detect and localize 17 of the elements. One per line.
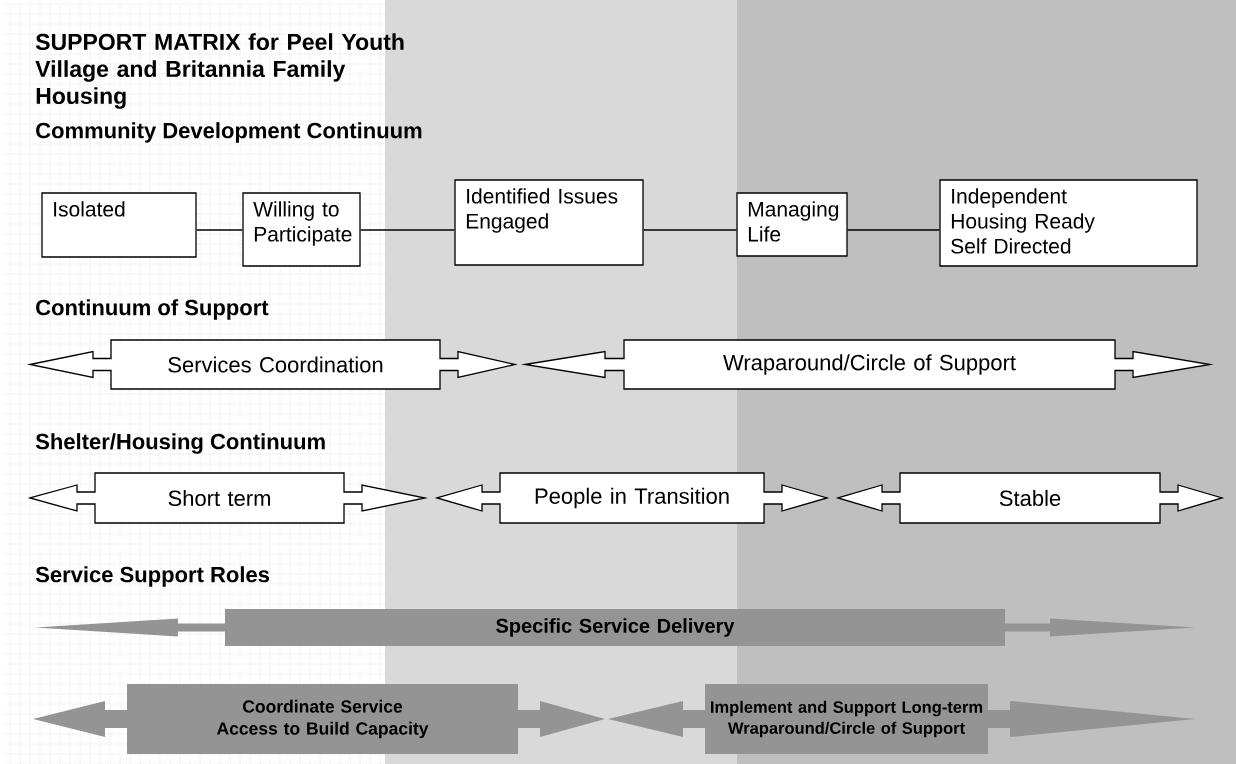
process-box: Willing to Participate: [242, 192, 361, 267]
connector-line: [643, 229, 737, 231]
section-heading: Community Development Continuum: [36, 122, 422, 143]
title: SUPPORT MATRIX for Peel Youth Village and Britannia Family Housing: [35, 33, 404, 109]
process-box: Independent Housing Ready Self Directed: [939, 179, 1198, 267]
double-arrow-callout: Implement and Support Long-term Wraparound/Circle of Support: [608, 684, 1195, 754]
double-arrow-callout: Specific Service Delivery: [35, 609, 1195, 646]
process-box: Identified Issues Engaged: [454, 179, 644, 266]
process-box: Isolated: [41, 192, 197, 258]
double-arrow-callout: Coordinate Service Access to Build Capacity: [33, 684, 605, 754]
section-heading: Service Support Roles: [35, 566, 270, 587]
section-heading: Continuum of Support: [36, 299, 269, 320]
connector-line: [360, 229, 455, 231]
section-heading: Shelter/Housing Continuum: [35, 433, 325, 454]
process-box: Managing Life: [736, 192, 848, 257]
connector-line: [196, 229, 243, 231]
connector-line: [847, 229, 940, 231]
